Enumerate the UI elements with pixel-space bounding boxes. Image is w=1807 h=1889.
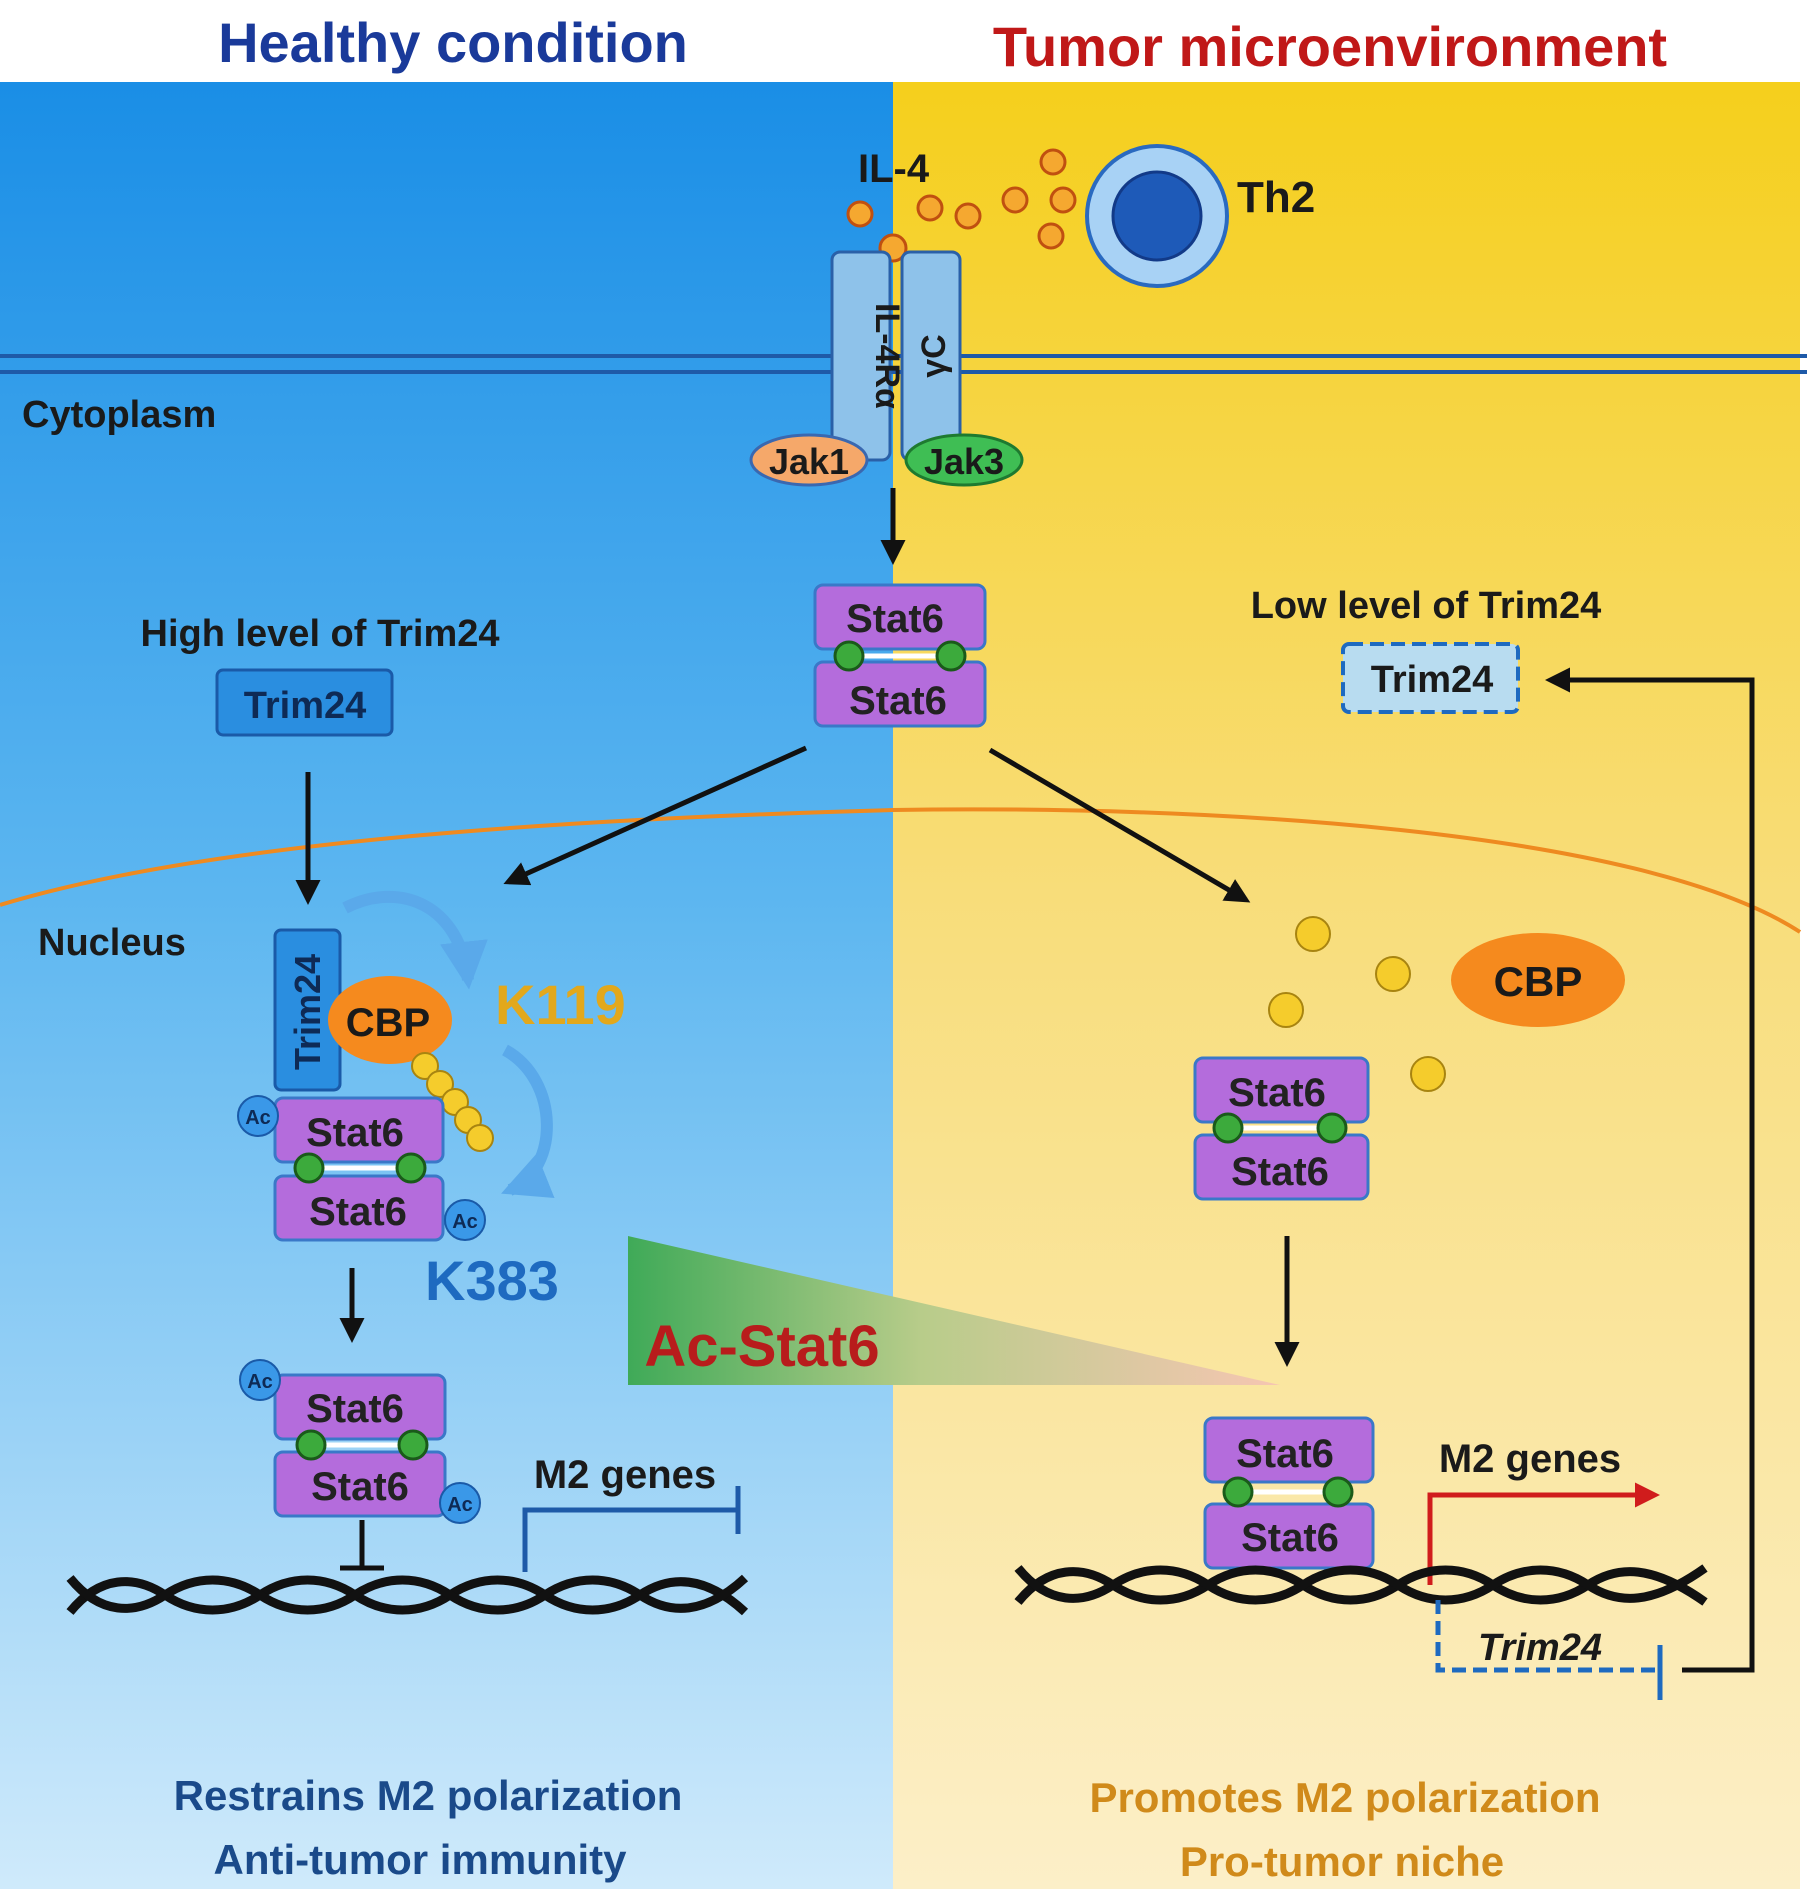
acetylation-arrow-k119 xyxy=(342,890,488,990)
cytoplasm-label: Cytoplasm xyxy=(22,394,216,436)
stat6-dimer-nucleus-right xyxy=(1193,1056,1370,1201)
trim24-box-low xyxy=(1341,642,1520,714)
stat6-complex-bottom-label: Stat6 xyxy=(309,1190,407,1234)
gamma-c-label: γC xyxy=(915,334,953,377)
trim24-vertical-label: Trim24 xyxy=(287,954,328,1070)
ac-badge-bottom: Ac xyxy=(447,1494,473,1516)
m2-genes-left-label: M2 genes xyxy=(534,1453,716,1497)
jak1-label: Jak1 xyxy=(769,441,849,482)
header-band xyxy=(0,0,1807,82)
stat6-dimer-dna-bound xyxy=(1203,1416,1375,1570)
nucleus-label: Nucleus xyxy=(38,922,186,964)
tumor-outcome-2: Pro-tumor niche xyxy=(1180,1838,1504,1885)
trim24-high-label: Trim24 xyxy=(244,685,367,727)
ac-stat6-gradient-wedge xyxy=(628,1236,1280,1385)
arrow-stat6-to-nucleus-left xyxy=(503,745,808,886)
ubiquitin-free-right xyxy=(1268,916,1446,1092)
il4-cytokine-dots xyxy=(846,148,1077,263)
m2-gene-promoter-left xyxy=(522,1507,738,1572)
tumor-outcome-1: Promotes M2 polarization xyxy=(1089,1774,1600,1821)
acetylated-stat6-dimer xyxy=(239,1359,481,1524)
trim24-feedback-arrow xyxy=(1545,667,1755,1673)
dna-helix-right xyxy=(1014,1564,1708,1606)
trim24-low-label: Trim24 xyxy=(1371,659,1494,701)
cbp-left xyxy=(328,976,452,1064)
healthy-outcome-2: Anti-tumor immunity xyxy=(214,1836,628,1883)
stat6-nucleus-bottom-label: Stat6 xyxy=(1231,1150,1329,1194)
healthy-condition-title: Healthy condition xyxy=(218,11,688,74)
th2-cell xyxy=(1085,144,1229,288)
dna-helix-left xyxy=(66,1574,749,1616)
trim24-box-high xyxy=(215,668,394,737)
inhibition-symbol-left xyxy=(340,1520,384,1571)
stat6-dimer-cytoplasm xyxy=(813,583,987,728)
cbp-right-label: CBP xyxy=(1494,958,1583,1005)
nuclear-envelope xyxy=(0,807,1802,934)
trim24-cbp-stat6-complex xyxy=(237,928,494,1242)
low-trim24-label: Low level of Trim24 xyxy=(1251,585,1602,627)
ac-stat6-top-label: Stat6 xyxy=(306,1387,404,1431)
trim24-gene-dashed xyxy=(1435,1600,1655,1673)
il4-label: IL-4 xyxy=(858,147,930,191)
acetylation-arrow-k383 xyxy=(501,1044,555,1198)
m2-gene-activation-arrow xyxy=(1427,1482,1660,1585)
jak3-label: Jak3 xyxy=(924,441,1004,482)
healthy-panel-background xyxy=(0,82,893,1889)
th2-label: Th2 xyxy=(1237,173,1315,222)
k383-label: K383 xyxy=(425,1249,559,1312)
ac-stat6-gradient-label: Ac-Stat6 xyxy=(644,1314,879,1379)
ac-stat6-bottom-label: Stat6 xyxy=(311,1465,409,1509)
m2-genes-right-label: M2 genes xyxy=(1439,1437,1621,1481)
ubiquitin-chain-left xyxy=(411,1052,494,1152)
tumor-panel-background xyxy=(893,82,1800,1889)
jak1-kinase xyxy=(749,433,869,487)
arrow-stat6-to-nucleus-right xyxy=(988,747,1251,903)
il4r-alpha-label: IL-4Rα xyxy=(868,303,906,409)
ac-badge-complex-top: Ac xyxy=(245,1107,271,1129)
stat6-nucleus-top-label: Stat6 xyxy=(1228,1071,1326,1115)
trim24-gene-label: Trim24 xyxy=(1478,1627,1602,1669)
stat6-cytoplasm-top-label: Stat6 xyxy=(846,597,944,641)
tumor-microenvironment-title: Tumor microenvironment xyxy=(993,15,1667,78)
k119-label: K119 xyxy=(495,973,626,1036)
healthy-outcome-1: Restrains M2 polarization xyxy=(174,1772,683,1819)
cbp-left-label: CBP xyxy=(346,1001,430,1045)
stat6-dna-top-label: Stat6 xyxy=(1236,1432,1334,1476)
stat6-cytoplasm-bottom-label: Stat6 xyxy=(849,679,947,723)
jak3-kinase xyxy=(904,433,1024,487)
cbp-right xyxy=(1451,933,1625,1027)
stat6-complex-top-label: Stat6 xyxy=(306,1111,404,1155)
stat6-dna-bottom-label: Stat6 xyxy=(1241,1516,1339,1560)
ac-badge-top: Ac xyxy=(247,1371,273,1393)
ac-badge-complex-bottom: Ac xyxy=(452,1211,478,1233)
high-trim24-label: High level of Trim24 xyxy=(141,613,500,655)
